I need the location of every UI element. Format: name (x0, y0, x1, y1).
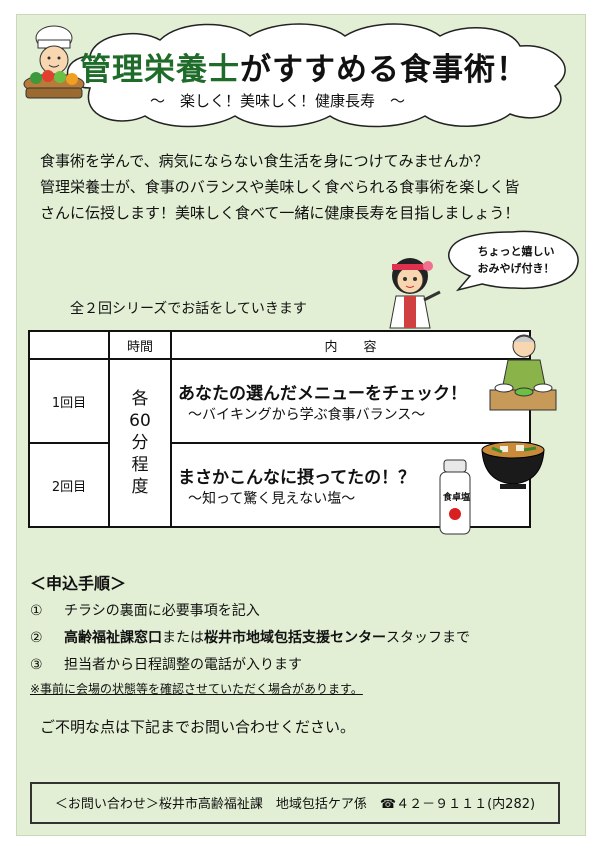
header-time: 時間 (108, 330, 172, 360)
time-cell: 各 60 分 程 度 (108, 358, 172, 528)
session-title: あなたの選んだメニューをチェック！ (178, 383, 467, 404)
step-bold-office: 高齢福祉課窓口 (64, 630, 162, 646)
step-bold-center: 桜井市地域包括支援センター (204, 630, 386, 646)
session-title: まさかこんなに摂ってたの！？ (178, 467, 416, 488)
page-subtitle: ～ 楽しく！美味しく！健康長寿 ～ (150, 92, 406, 110)
intro-line: 食事術を学んで、病気にならない食生活を身につけてみませんか？ (40, 152, 489, 170)
table-row: 2回目 まさかこんなに摂ってたの！？ ～知って驚く見えない塩～ (28, 442, 531, 528)
contact-box: ＜お問い合わせ＞桜井市高齢福祉課 地域包括ケア係 ☎４２－９１１１(内282) (30, 782, 560, 824)
time-char: 程 (131, 455, 149, 475)
list-item: ③ 担当者から日程調整の電話が入ります (30, 652, 470, 679)
session-content: あなたの選んだメニューをチェック！ ～バイキングから学ぶ食事バランス～ (170, 358, 531, 444)
intro-text: 食事術を学んで、病気にならない食生活を身につけてみませんか？ 管理栄養士が、食事… (40, 148, 570, 226)
step-number: ① (30, 603, 43, 619)
title-cloud (66, 23, 566, 128)
step-text: 担当者から日程調整の電話が入ります (64, 657, 302, 673)
apply-note: ※事前に会場の状態等を確認させていただく場合があります。 (30, 682, 363, 696)
intro-line: さんに伝授します！美味しく食べて一緒に健康長寿を目指しましょう！ (40, 204, 520, 222)
header-session (28, 330, 110, 360)
bubble-line: ちょっと嬉しい (477, 245, 555, 258)
session-content: まさかこんなに摂ってたの！？ ～知って驚く見えない塩～ (170, 442, 531, 528)
apply-heading: ＜申込手順＞ (30, 574, 127, 593)
session-label: 1回目 (28, 358, 110, 444)
series-text: 全２回シリーズでお話をしていきます (70, 301, 307, 317)
session-subtitle: ～知って驚く見えない塩～ (188, 490, 356, 507)
speech-bubble (448, 230, 579, 292)
elderly-man-eating-illustration (489, 334, 557, 411)
step-number: ② (30, 630, 43, 646)
time-char: 各 (131, 389, 149, 409)
list-item: ① チラシの裏面に必要事項を記入 (30, 598, 470, 625)
inquiry-text: ご不明な点は下記までお問い合わせください。 (40, 718, 356, 736)
table-header-row: 時間 内 容 (28, 330, 531, 360)
apply-steps: ① チラシの裏面に必要事項を記入 ② 高齢福祉課窓口または桜井市地域包括支援センター… (30, 598, 470, 679)
chef-with-vegetables-illustration (23, 25, 85, 99)
intro-line: 管理栄養士が、食事のバランスや美味しく食べられる食事術を楽しく皆 (40, 178, 520, 196)
mascot-girl-illustration (389, 258, 441, 329)
header-content: 内 容 (170, 330, 531, 360)
session-subtitle: ～バイキングから学ぶ食事バランス～ (188, 406, 426, 423)
salt-shaker-illustration (439, 459, 471, 535)
step-text: チラシの裏面に必要事項を記入 (64, 603, 260, 619)
page-title: 管理栄養士がすすめる食事術！ (80, 52, 528, 88)
table-row: 1回目 各 60 分 程 度 あなたの選んだメニューをチェック！ ～バイキングか… (28, 358, 531, 528)
step-text: スタッフまで (386, 630, 470, 646)
list-item: ② 高齢福祉課窓口または桜井市地域包括支援センタースタッフまで (30, 625, 470, 652)
step-number: ③ (30, 657, 43, 673)
time-char: 度 (131, 477, 149, 497)
speech-bubble-text: ちょっと嬉しい おみやげ付き！ (458, 243, 574, 277)
step-text: または (162, 630, 204, 646)
time-char: 分 (131, 433, 149, 453)
miso-soup-illustration (481, 441, 545, 489)
salt-shaker-label: 食卓塩 (443, 493, 471, 503)
session-label: 2回目 (28, 442, 110, 528)
bubble-line: おみやげ付き！ (477, 262, 555, 275)
time-char: 60 (129, 411, 151, 431)
